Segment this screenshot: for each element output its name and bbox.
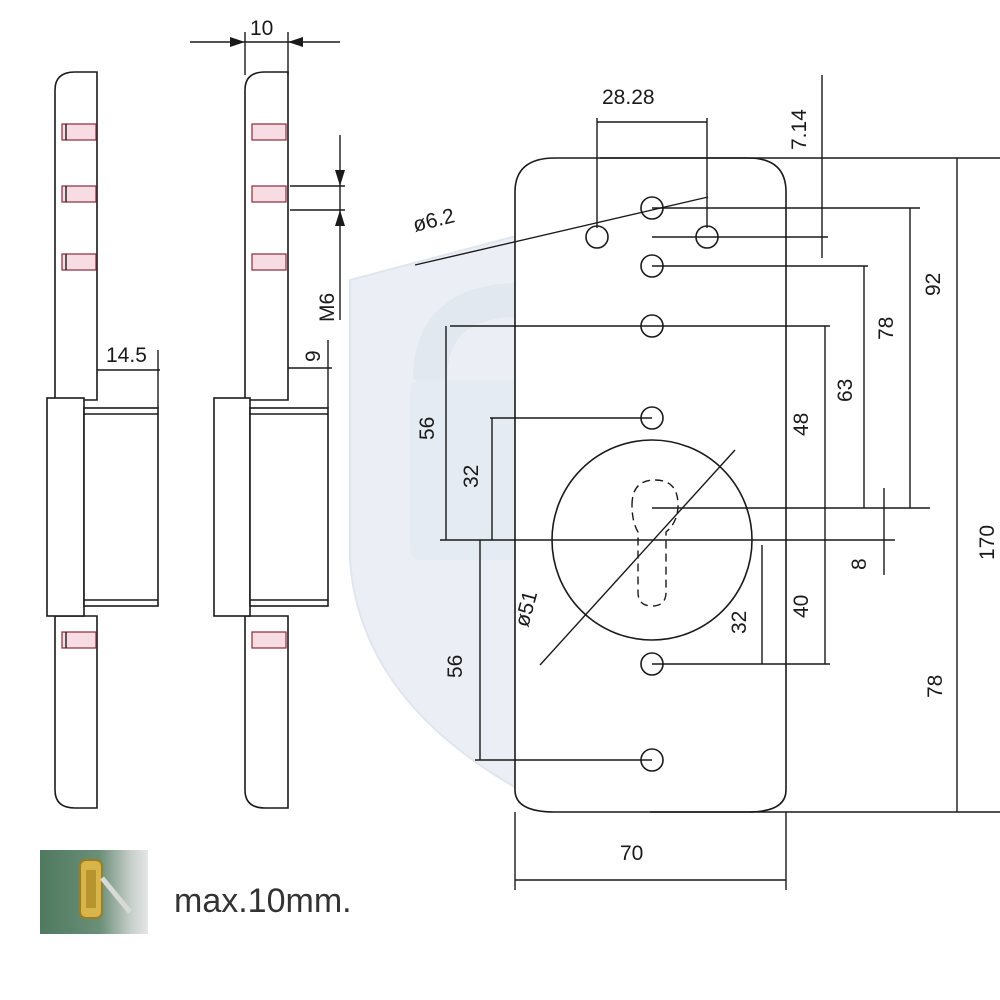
dim-48: 48 [790, 413, 813, 436]
cylinder-ring-left [46, 397, 85, 617]
side-view-left: 14.5 [46, 71, 160, 809]
dim-d6-2: ø6.2 [411, 204, 457, 236]
max-thickness-note: max.10mm. [174, 882, 352, 920]
dim-56-upper: 56 [416, 417, 439, 440]
dim-32-left: 32 [460, 465, 483, 488]
dim-92: 92 [922, 273, 945, 296]
dim-28-28: 28.28 [602, 86, 655, 109]
bolt-mid-1 [251, 123, 287, 141]
bolt-left-2 [61, 185, 97, 203]
dim-56-lower: 56 [444, 655, 467, 678]
key-photo-thumbnail [40, 850, 148, 934]
dim-78-upper: 78 [875, 317, 898, 340]
dim-7-14: 7.14 [788, 109, 811, 150]
dim-10: 10 [250, 17, 273, 40]
key-icon [79, 859, 132, 919]
bolt-mid-4 [251, 631, 287, 649]
dim-m6: M6 [316, 293, 339, 322]
dim-32-right: 32 [728, 611, 751, 634]
side-view-middle: 10 M6 9 [190, 17, 345, 809]
dim-70: 70 [620, 842, 643, 865]
cylinder-body-left [83, 407, 159, 607]
bolt-mid-2 [251, 185, 287, 203]
dim-78-lower: 78 [924, 675, 947, 698]
bolt-mid-3 [251, 253, 287, 271]
dim-9: 9 [302, 350, 325, 362]
dim-63: 63 [834, 379, 857, 402]
bolt-left-1 [61, 123, 97, 141]
cylinder-body-middle [249, 407, 329, 607]
cylinder-ring-middle [213, 397, 251, 617]
bolt-left-4 [61, 631, 97, 649]
dim-14-5: 14.5 [106, 344, 147, 367]
cylinder-profile [631, 479, 679, 607]
bolt-left-3 [61, 253, 97, 271]
front-view: 70 28.28 ø6.2 7.14 92 78 63 48 170 8 40 … [411, 75, 1000, 890]
dim-40: 40 [790, 595, 813, 618]
dim-8: 8 [848, 558, 871, 570]
dim-170: 170 [976, 525, 999, 560]
hole-top-left [585, 225, 609, 249]
